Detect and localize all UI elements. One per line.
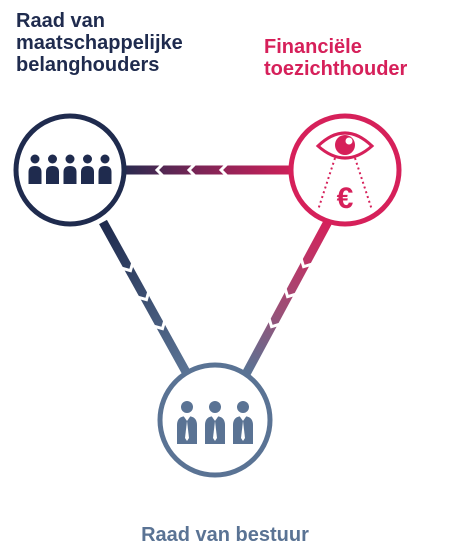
euro-symbol: € <box>337 182 354 215</box>
stakeholders-label: Raad van maatschappelijke belanghouders <box>16 10 183 76</box>
board-label-line: Raad van bestuur <box>141 524 309 546</box>
node-supervisor: € <box>288 113 402 227</box>
arrow-chevron-icon <box>283 286 298 299</box>
supervisor-label: Financiële toezichthouder <box>264 36 407 80</box>
node-board <box>157 362 273 478</box>
stakeholders-label-line: Raad van <box>16 10 105 32</box>
edge-supervisor-to-stakeholders <box>115 161 300 179</box>
arrow-chevron-icon <box>152 318 167 331</box>
supervisor-label-line: Financiële <box>264 36 362 58</box>
group-icon <box>28 154 112 184</box>
eye-icon <box>315 131 375 160</box>
stakeholders-label-line: belanghouders <box>16 54 160 76</box>
arrow-chevron-icon <box>267 316 282 329</box>
edge-supervisor-to-board <box>242 215 334 377</box>
arrow-chevron-icon <box>136 289 151 302</box>
arrow-chevron-icon <box>186 161 198 179</box>
arrow-chevron-icon <box>299 256 314 269</box>
node-stakeholders <box>13 113 127 227</box>
business-people-icon <box>177 401 253 444</box>
arrow-chevron-icon <box>218 161 230 179</box>
board-label: Raad van bestuur <box>0 524 450 546</box>
edge-stakeholders-to-board <box>99 219 190 375</box>
arrow-chevron-icon <box>154 161 166 179</box>
arrow-chevron-icon <box>120 260 135 273</box>
supervisor-label-line: toezichthouder <box>264 58 408 80</box>
stakeholders-label-line: maatschappelijke <box>16 32 183 54</box>
